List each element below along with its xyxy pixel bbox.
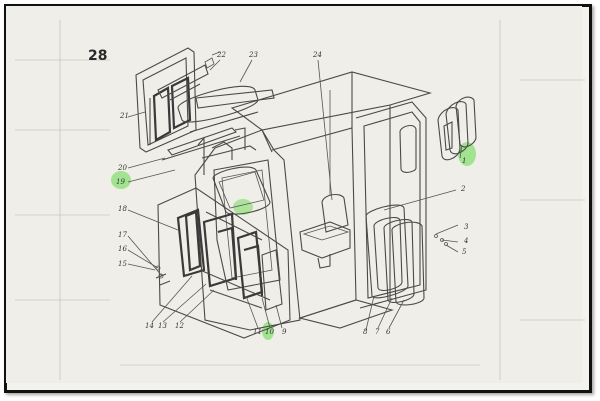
callout-11: 11 — [253, 328, 262, 336]
highlight-mark-center — [233, 199, 253, 215]
callout-20: 20 — [117, 164, 127, 172]
callout-15: 15 — [118, 260, 127, 268]
highlight-mark-19 — [111, 171, 131, 189]
figure-number: 28 — [88, 48, 107, 64]
callout-22: 22 — [216, 51, 226, 59]
callout-labels: 1 2 3 4 5 6 7 8 9 10 11 12 13 14 15 16 1… — [116, 51, 469, 336]
callout-19: 19 — [116, 178, 125, 186]
callout-2: 2 — [460, 185, 466, 193]
scanned-page — [6, 6, 582, 383]
callout-1: 1 — [462, 157, 466, 165]
callout-18: 18 — [118, 205, 127, 213]
operator-seat — [299, 193, 351, 269]
rear-window-assembly — [135, 47, 275, 161]
callout-13: 13 — [158, 322, 167, 330]
callout-6: 6 — [386, 328, 391, 336]
callout-7: 7 — [375, 328, 380, 336]
callout-5: 5 — [462, 248, 467, 256]
callout-17: 17 — [118, 231, 127, 239]
callout-16: 16 — [118, 245, 127, 253]
highlighter-marks — [111, 142, 476, 340]
callout-8: 8 — [363, 328, 368, 336]
callout-9: 9 — [282, 328, 287, 336]
callout-24: 24 — [312, 51, 322, 59]
cab-body — [194, 71, 433, 331]
callout-12: 12 — [175, 322, 184, 330]
callout-21: 21 — [119, 112, 129, 120]
callout-23: 23 — [248, 51, 258, 59]
callout-4: 4 — [463, 237, 468, 245]
right-door-assembly — [365, 96, 477, 306]
background-page-lines — [15, 20, 585, 380]
callout-14: 14 — [145, 322, 154, 330]
highlight-mark-1 — [458, 142, 476, 166]
front-frame-parts — [197, 127, 271, 215]
callout-10: 10 — [265, 328, 274, 336]
leader-lines — [127, 59, 463, 331]
callout-3: 3 — [464, 223, 469, 231]
left-door-assembly — [155, 187, 291, 339]
